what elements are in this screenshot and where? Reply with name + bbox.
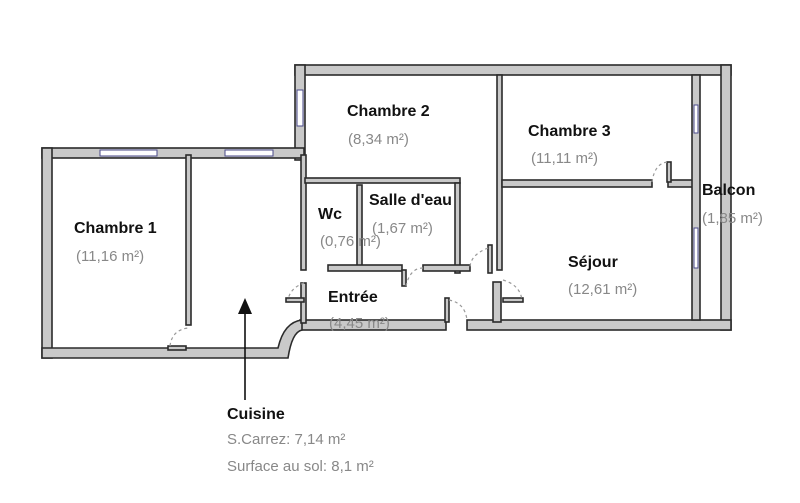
room-balcon: Balcon (1,85 m²) [702,182,763,227]
room-name: Balcon [702,182,755,199]
room-name: Chambre 1 [74,220,157,237]
room-name: Séjour [568,254,618,271]
room-area: (1,67 m²) [372,220,433,237]
window [693,104,699,134]
room-name: Chambre 3 [528,123,611,140]
room-name: Chambre 2 [347,103,430,120]
room-area: (1,85 m²) [702,210,763,227]
room-area: (12,61 m²) [568,281,637,298]
room-salle-deau: Salle d'eau (1,67 m²) [369,192,452,237]
window [99,149,158,157]
room-entree: Entrée (4,45 m²) [328,289,390,332]
room-area: (4,45 m²) [329,315,390,332]
room-cuisine: Cuisine S.Carrez: 7,14 m² Surface au sol… [227,406,374,475]
room-name: Salle d'eau [369,192,452,209]
window [224,149,274,157]
room-area: (8,34 m²) [348,131,409,148]
carrez-area: S.Carrez: 7,14 m² [227,431,345,448]
room-name: Entrée [328,289,378,306]
room-area: (0,76 m²) [320,233,381,250]
window [296,89,304,127]
floor-area: Surface au sol: 8,1 m² [227,458,374,475]
window [693,227,699,269]
room-name: Cuisine [227,406,285,423]
cuisine-pointer-arrow [238,298,252,400]
room-area: (11,11 m²) [531,150,598,167]
room-chambre-3: Chambre 3 (11,11 m²) [528,123,611,167]
room-name: Wc [318,206,342,223]
room-sejour: Séjour (12,61 m²) [568,254,637,298]
room-wc: Wc (0,76 m²) [318,206,381,250]
room-chambre-2: Chambre 2 (8,34 m²) [347,103,430,148]
room-area: (11,16 m²) [76,248,144,265]
room-chambre-1: Chambre 1 (11,16 m²) [74,220,157,265]
door-swings [169,161,670,347]
